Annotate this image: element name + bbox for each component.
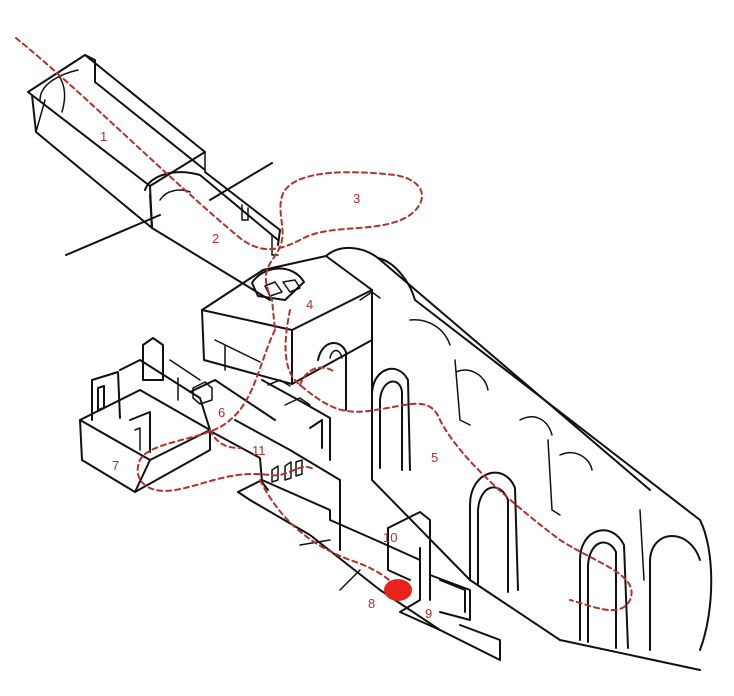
left-building bbox=[79, 337, 211, 493]
section-labels: 1 2 3 4 5 6 7 8 9 10 11 bbox=[100, 129, 438, 621]
current-location-marker bbox=[384, 579, 412, 601]
label-8: 8 bbox=[368, 596, 375, 611]
label-11: 11 bbox=[252, 443, 266, 458]
upper-corridor bbox=[27, 54, 206, 229]
middle-corridor bbox=[65, 162, 281, 301]
vaulted-hall bbox=[317, 247, 713, 671]
connecting-passage bbox=[189, 379, 341, 491]
visitor-route bbox=[15, 37, 633, 611]
building-drawing bbox=[27, 54, 713, 671]
label-9: 9 bbox=[425, 606, 432, 621]
label-5: 5 bbox=[431, 450, 438, 465]
lower-wing bbox=[237, 479, 501, 661]
label-4: 4 bbox=[306, 297, 313, 312]
label-10: 10 bbox=[383, 530, 397, 545]
label-2: 2 bbox=[212, 231, 219, 246]
label-3: 3 bbox=[353, 191, 360, 206]
label-7: 7 bbox=[112, 458, 119, 473]
label-1: 1 bbox=[100, 129, 107, 144]
label-6: 6 bbox=[218, 405, 225, 420]
